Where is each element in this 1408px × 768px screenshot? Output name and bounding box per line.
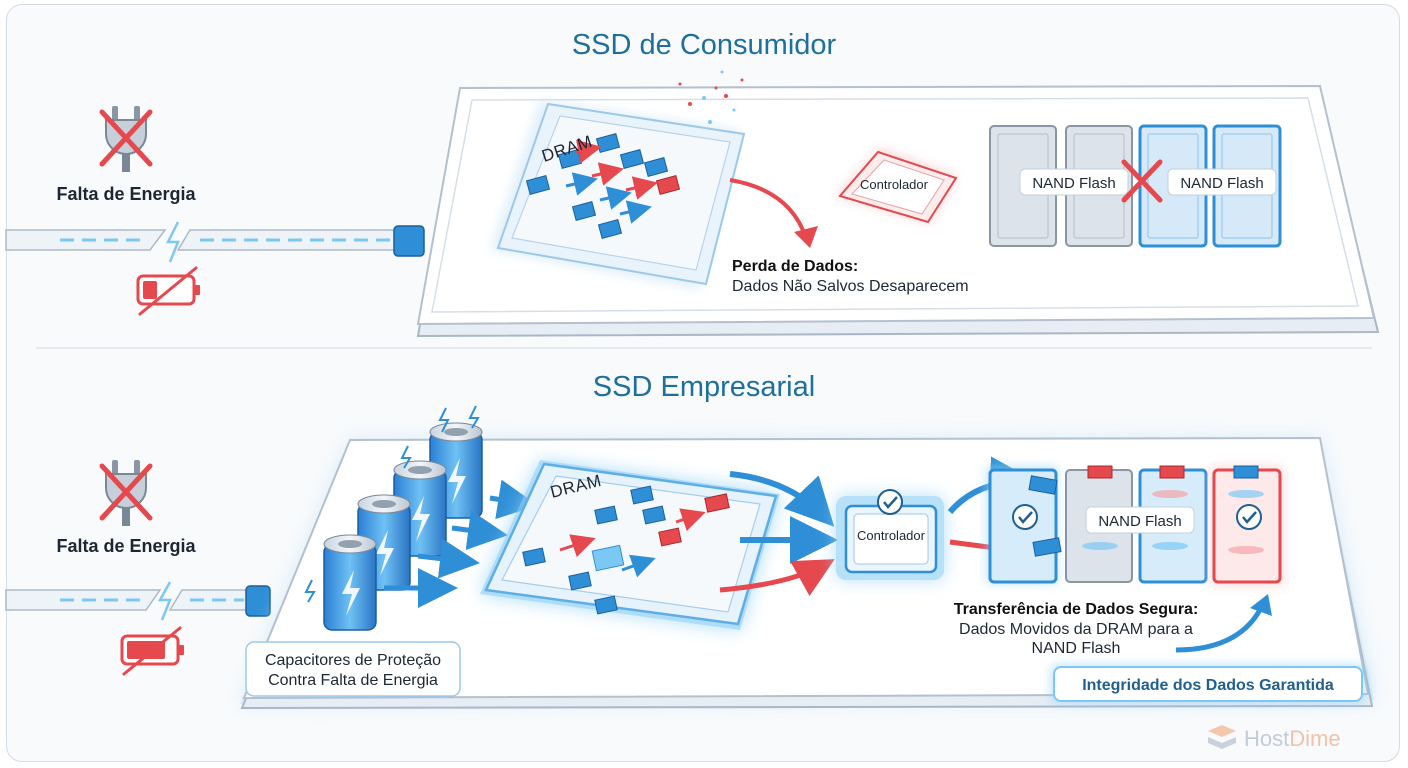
enterprise-nand-tag bbox=[1085, 506, 1195, 534]
lightning-icon bbox=[468, 405, 480, 429]
lightning-icon bbox=[400, 445, 412, 469]
consumer-title: SSD de Consumidor bbox=[572, 29, 837, 61]
consumer-controller-label: Controlador bbox=[860, 177, 929, 192]
consumer-power-cable bbox=[5, 225, 425, 257]
dram-chip bbox=[525, 175, 551, 195]
integrity-badge bbox=[1053, 666, 1363, 702]
dram-chip bbox=[594, 595, 618, 615]
transfer-line-2: NAND Flash bbox=[1032, 640, 1121, 657]
dram-chip-red bbox=[655, 175, 681, 195]
power-loss-capacitors bbox=[304, 405, 483, 631]
enterprise-dram-module bbox=[480, 460, 780, 630]
consumer-power-label: Falta de Energia bbox=[56, 184, 196, 204]
transfer-title: Transferência de Dados Segura: bbox=[954, 601, 1199, 618]
battery-empty-icon bbox=[136, 266, 200, 316]
unplugged-icon bbox=[99, 106, 153, 172]
check-icon bbox=[877, 489, 903, 515]
dram-chip bbox=[630, 485, 654, 505]
dram-chip bbox=[568, 571, 592, 591]
lightning-icon bbox=[342, 570, 360, 616]
data-loss-text: Dados Não Salvos Desaparecem bbox=[732, 278, 969, 295]
data-loss-arrow bbox=[729, 178, 808, 239]
lightning-icon bbox=[165, 221, 180, 263]
dram-chip bbox=[522, 547, 546, 567]
consumer-controller-chip bbox=[836, 148, 958, 224]
consumer-dram-module bbox=[490, 70, 746, 290]
enterprise-power-label: Falta de Energia bbox=[56, 536, 196, 556]
hostdime-logo: HostDime bbox=[1208, 725, 1341, 751]
nand-right-tag bbox=[1167, 168, 1277, 196]
enterprise-nand-label: NAND Flash bbox=[1098, 513, 1181, 530]
capacitor-label-line-2: Contra Falta de Energia bbox=[268, 672, 438, 689]
data-loss-title: Perda de Dados: bbox=[732, 258, 858, 275]
lightning-icon bbox=[157, 581, 172, 621]
consumer-nand-right-label: NAND Flash bbox=[1180, 175, 1263, 192]
enterprise-nand-array bbox=[986, 465, 1284, 586]
check-icon bbox=[1012, 504, 1038, 530]
enterprise-title: SSD Empresarial bbox=[593, 371, 815, 403]
lightning-icon bbox=[376, 530, 394, 576]
integrity-arrow bbox=[1175, 604, 1265, 653]
dram-chip bbox=[594, 505, 618, 525]
lightning-icon bbox=[438, 407, 450, 433]
lightning-icon bbox=[412, 496, 430, 542]
battery-empty-icon bbox=[120, 626, 184, 676]
dram-chip bbox=[619, 149, 645, 169]
dram-chip-red bbox=[704, 493, 730, 513]
integrity-arrowhead bbox=[1250, 594, 1272, 616]
dram-chip bbox=[642, 505, 666, 525]
capacitor-cell bbox=[323, 534, 377, 631]
transfer-line-1: Dados Movidos da DRAM para a bbox=[959, 621, 1193, 638]
enterprise-controller-label: Controlador bbox=[857, 528, 926, 543]
lightning-icon bbox=[448, 458, 466, 504]
enterprise-power-cable bbox=[5, 585, 271, 617]
check-icon bbox=[1236, 504, 1262, 530]
consumer-nand-left-label: NAND Flash bbox=[1032, 175, 1115, 192]
dram-chip bbox=[643, 157, 669, 177]
dram-chip bbox=[597, 219, 623, 239]
capacitor-label-box bbox=[245, 641, 461, 697]
x-mark-icon bbox=[1121, 159, 1163, 203]
dram-chip-red bbox=[658, 527, 682, 547]
nand-left-tag bbox=[1019, 168, 1129, 196]
unplugged-icon bbox=[99, 460, 153, 526]
lightning-icon bbox=[304, 579, 316, 603]
integrity-badge-text: Integridade dos Dados Garantida bbox=[1082, 677, 1334, 694]
dram-to-controller-arrows bbox=[719, 471, 838, 597]
logo-text: HostDime bbox=[1244, 726, 1341, 751]
data-loss-arrowhead bbox=[794, 226, 818, 248]
capacitor-label-line-1: Capacitores de Proteção bbox=[265, 652, 441, 669]
dram-chip bbox=[571, 201, 597, 221]
